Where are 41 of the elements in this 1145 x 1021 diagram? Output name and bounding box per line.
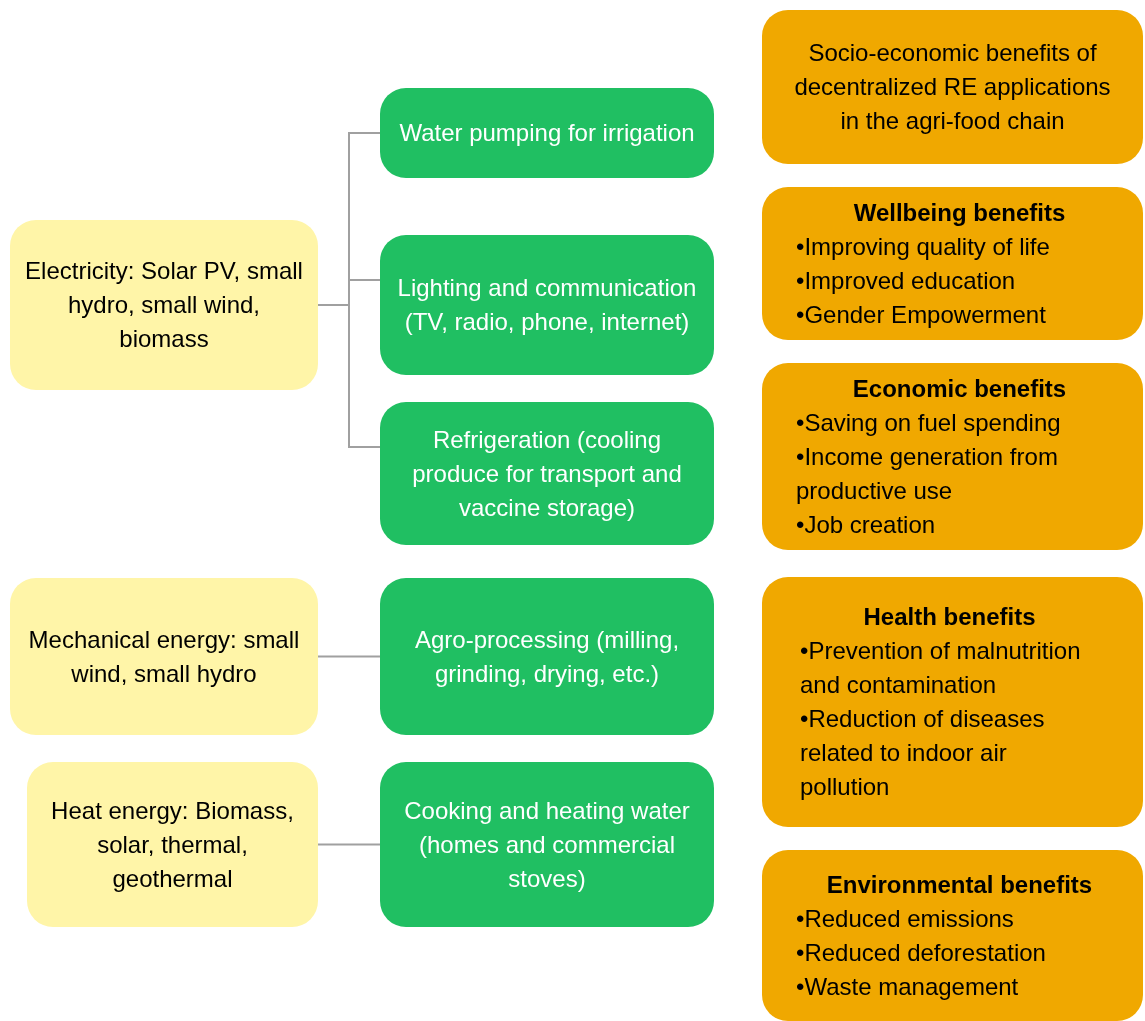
energy-source-box — [10, 220, 318, 390]
benefit-box — [762, 577, 1143, 827]
benefit-heading: Economic benefits — [851, 373, 1068, 404]
bullet-item: •Waste management — [796, 971, 1020, 1002]
benefit-heading: Wellbeing benefits — [852, 197, 1067, 228]
bullet-item: •Saving on fuel spending — [796, 407, 1062, 438]
connector-line — [317, 655, 381, 658]
node-text: (homes and commercial stoves) — [417, 829, 677, 894]
application-box — [380, 578, 714, 735]
bullet-item: •Gender Empowerment — [796, 299, 1047, 330]
header-text: Socio-economic benefits of decentralized RE applications in the agri-food chain — [793, 38, 1112, 136]
bullet-item: •Reduction of diseases related to indoor air pollution — [800, 704, 1046, 802]
application-box — [380, 235, 714, 375]
bullet-item: •Income generation from productive use — [796, 441, 1059, 506]
bullet-item: •Improved education — [796, 265, 1017, 296]
benefit-box — [762, 850, 1143, 1021]
node-text: Cooking and heating water — [403, 795, 691, 826]
node-text: Heat energy: Biomass, solar, thermal, geothermal — [50, 795, 295, 894]
bullet-item: •Job creation — [796, 509, 937, 540]
bullet-item: •Prevention of malnutrition and contamination — [800, 636, 1082, 700]
node-text: Electricity: Solar PV, small hydro, small wind, biomass — [24, 256, 304, 354]
application-box — [380, 762, 714, 927]
node-text: Water pumping for irrigation — [398, 118, 696, 148]
bullet-item: •Reduced deforestation — [796, 937, 1047, 968]
energy-source-box — [10, 578, 318, 735]
benefit-box — [762, 363, 1143, 550]
header-box — [762, 10, 1143, 164]
benefit-heading: Environmental benefits — [825, 869, 1094, 900]
benefit-box — [762, 187, 1143, 340]
application-box — [380, 402, 714, 545]
node-text: Lighting and communication (TV, radio, phone, internet) — [396, 273, 698, 337]
bullet-item: •Improving quality of life — [796, 231, 1051, 262]
node-text: Mechanical energy: small wind, small hydro — [27, 624, 301, 689]
connector-line — [317, 304, 381, 448]
application-box — [380, 88, 714, 178]
connector-line — [317, 843, 381, 846]
bullet-item: •Reduced emissions — [796, 903, 1015, 934]
node-text: Agro-processing (milling, grinding, drying, etc.) — [413, 624, 681, 689]
energy-source-box — [27, 762, 318, 927]
benefit-heading: Health benefits — [862, 602, 1037, 632]
node-text: Refrigeration (cooling produce for transport and vaccine storage) — [411, 424, 683, 523]
